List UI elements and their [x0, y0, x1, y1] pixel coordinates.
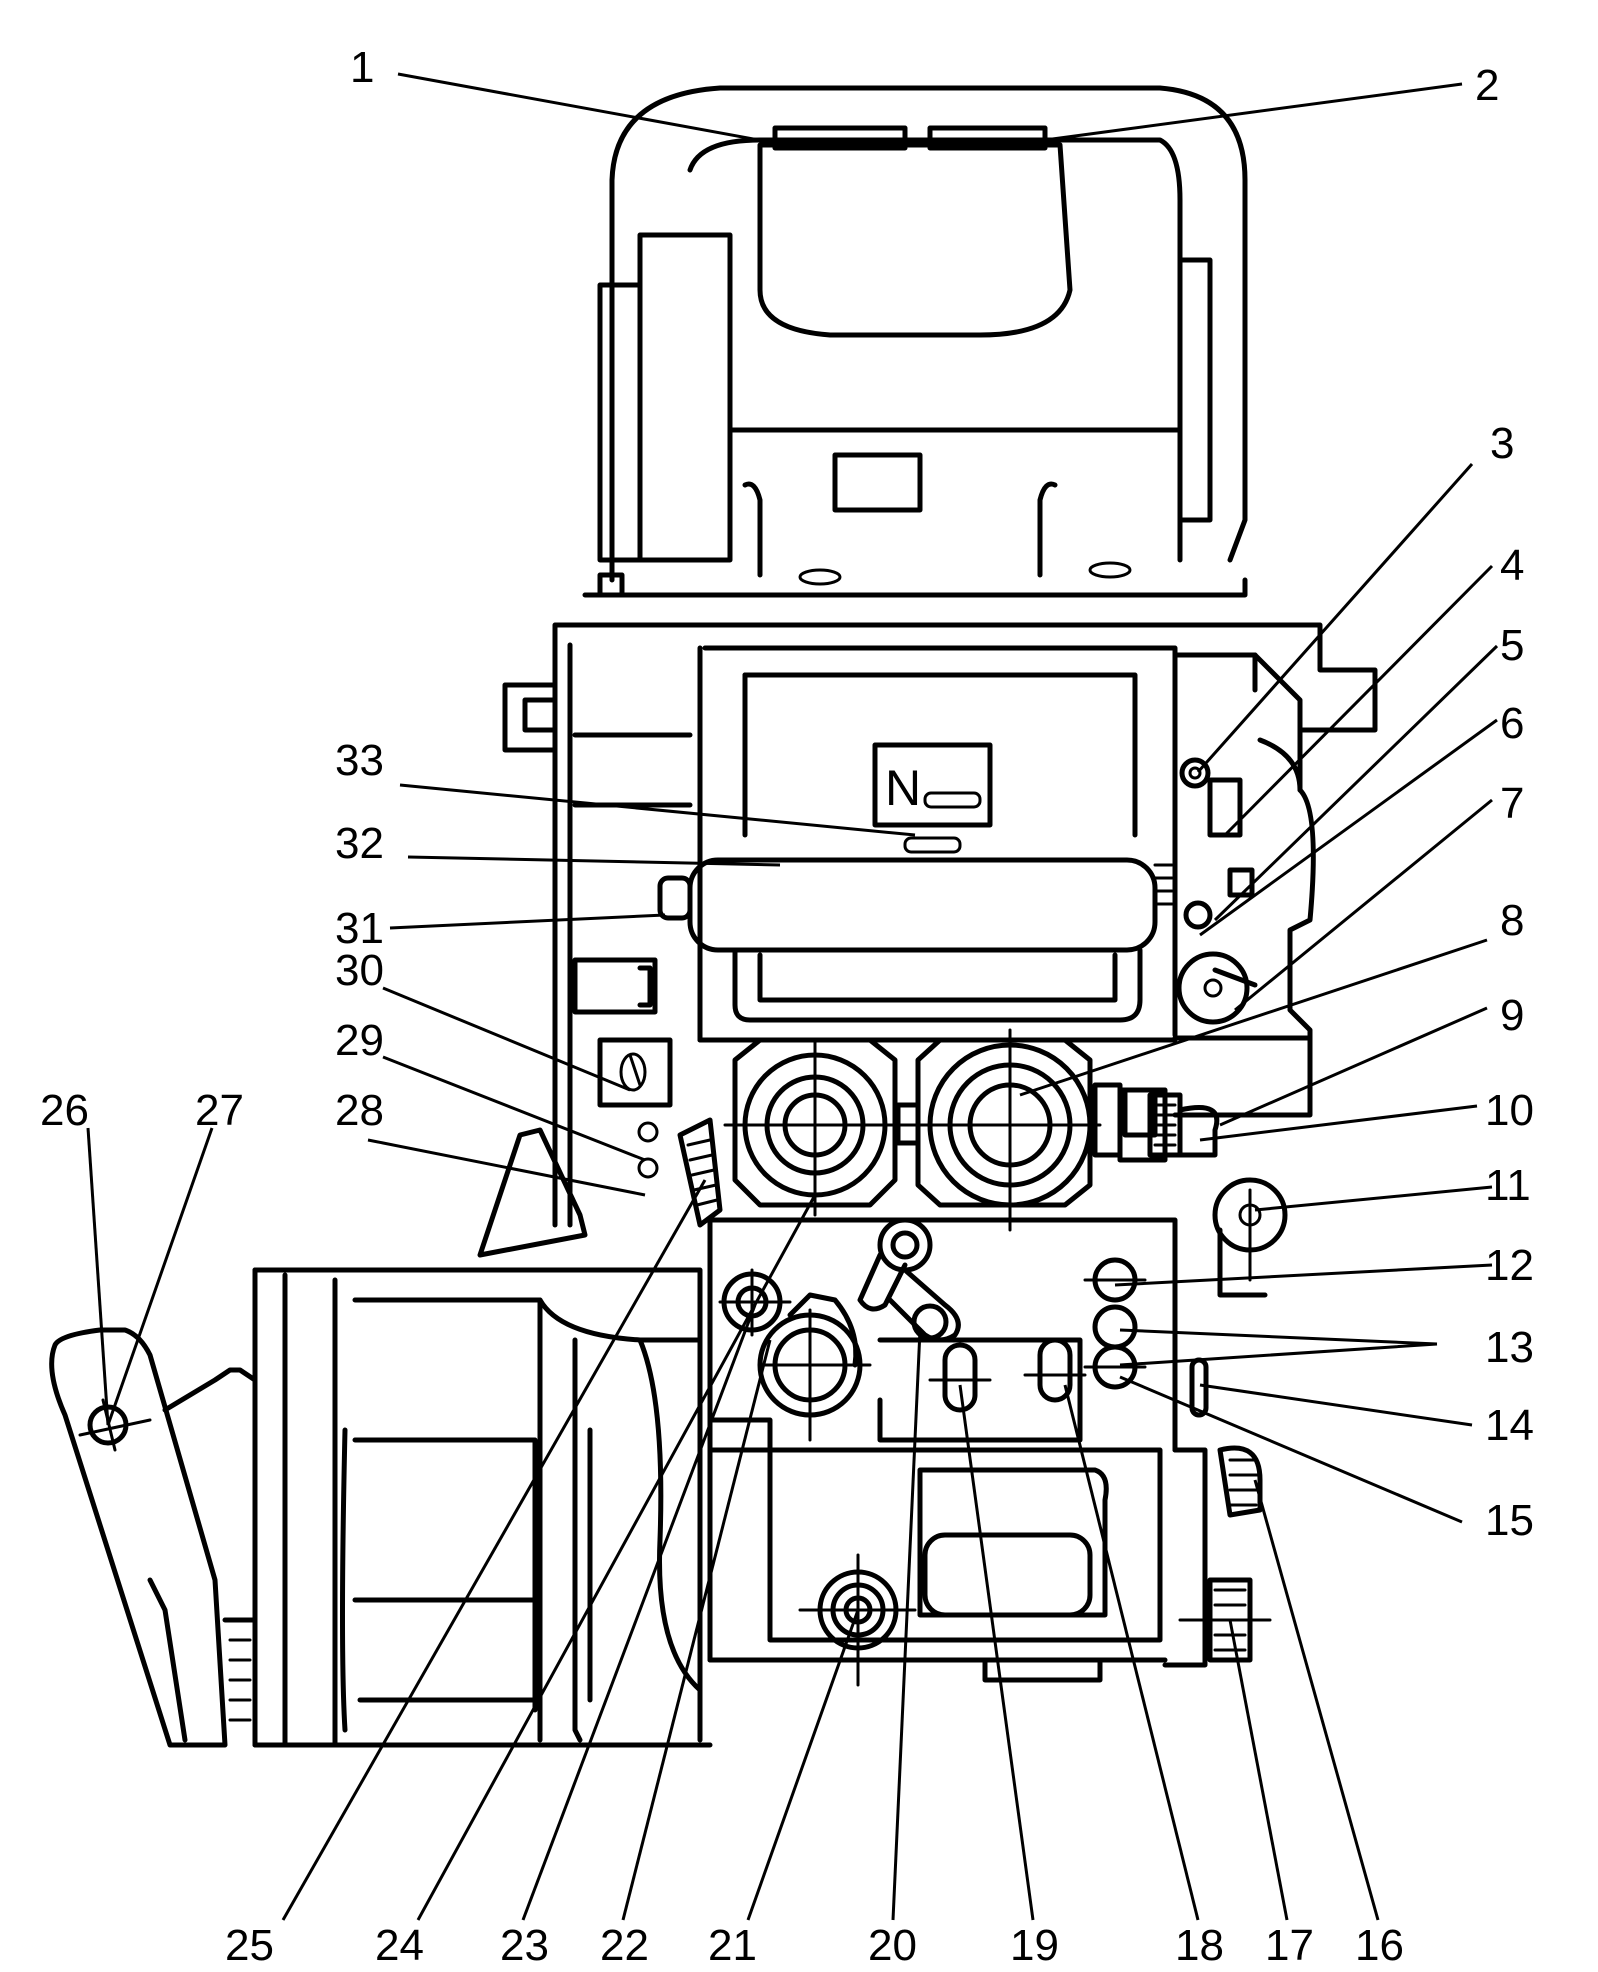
roller-right: [903, 1028, 1168, 1232]
callout-14: 14: [1485, 1401, 1534, 1450]
callout-27: 27: [195, 1086, 244, 1135]
callout-13: 13: [1485, 1323, 1534, 1372]
callout-33: 33: [335, 736, 384, 785]
callout-9: 9: [1500, 991, 1524, 1040]
top-housing: [582, 85, 1248, 598]
callout-18: 18: [1175, 1921, 1224, 1970]
roller-left: [723, 1037, 907, 1217]
callout-29: 29: [335, 1016, 384, 1065]
callout-4: 4: [1500, 541, 1524, 590]
callout-11: 11: [1485, 1161, 1531, 1210]
callout-20: 20: [868, 1921, 917, 1970]
callout-6: 6: [1500, 699, 1524, 748]
callout-32: 32: [335, 819, 384, 868]
callout-30: 30: [335, 946, 384, 995]
callout-28: 28: [335, 1086, 384, 1135]
callout-labels: 1 2 3 4 5 6 7 8 9 10 11 12 13 14 15 16 1…: [40, 43, 1534, 1970]
callout-24: 24: [375, 1921, 424, 1970]
callout-16: 16: [1355, 1921, 1404, 1970]
lower-body: [707, 1217, 1272, 1687]
callout-2: 2: [1475, 61, 1499, 110]
callout-26: 26: [40, 1086, 89, 1135]
roller-coupling: [895, 1102, 921, 1146]
callout-1: 1: [350, 43, 374, 92]
callout-15: 15: [1485, 1496, 1534, 1545]
leader-lines: [86, 72, 1499, 1921]
callout-21: 21: [708, 1921, 757, 1970]
callout-22: 22: [600, 1921, 649, 1970]
callout-31: 31: [335, 904, 384, 953]
callout-5: 5: [1500, 621, 1524, 670]
callout-19: 19: [1010, 1921, 1059, 1970]
side-gear: [677, 1117, 723, 1228]
callout-25: 25: [225, 1921, 274, 1970]
main-body: [502, 622, 1378, 1298]
callout-17: 17: [1265, 1921, 1314, 1970]
callout-12: 12: [1485, 1241, 1534, 1290]
callout-23: 23: [500, 1921, 549, 1970]
callout-7: 7: [1500, 779, 1524, 828]
lever: [49, 1327, 258, 1748]
callout-10: 10: [1485, 1086, 1534, 1135]
side-housing: [252, 1127, 713, 1748]
callout-3: 3: [1490, 419, 1514, 468]
plate-letter-n: N: [885, 760, 921, 816]
callout-8: 8: [1500, 896, 1524, 945]
